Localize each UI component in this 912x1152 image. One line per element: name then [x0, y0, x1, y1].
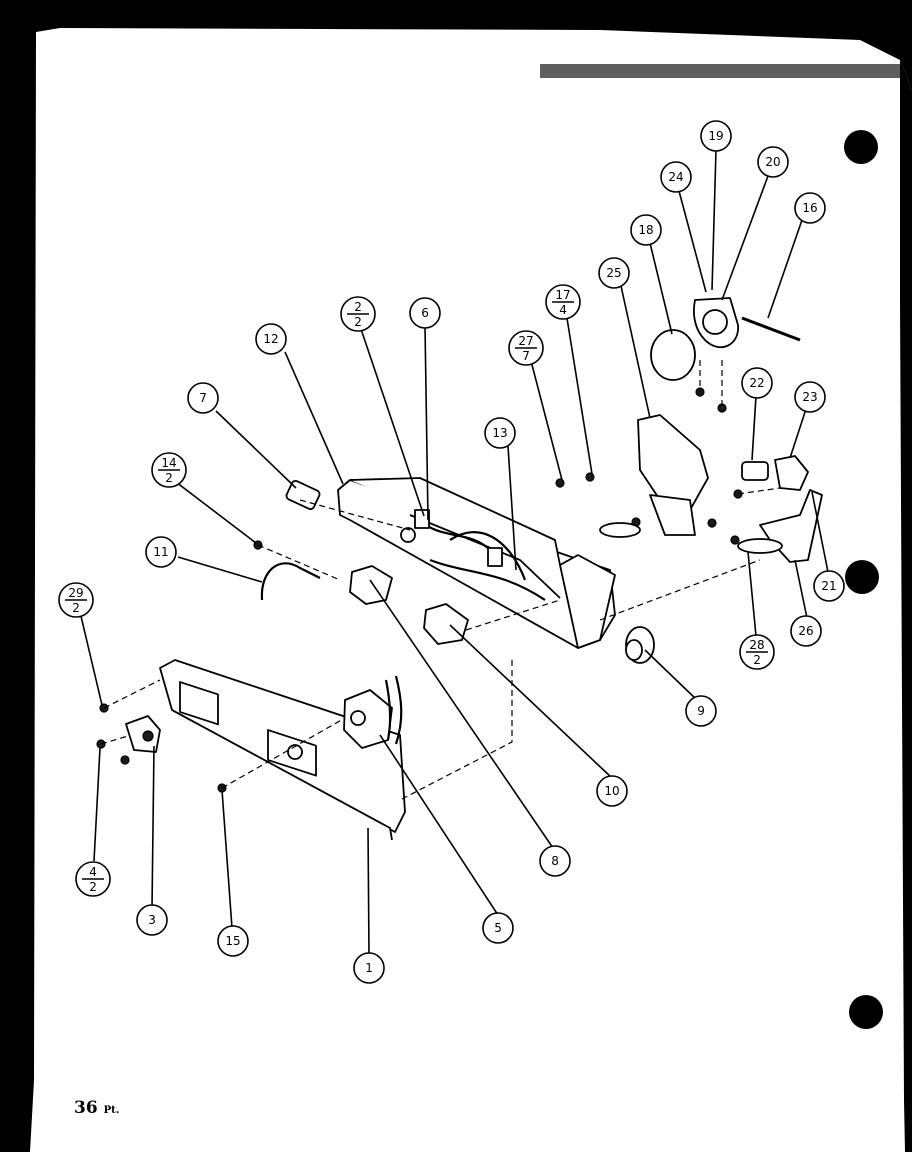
- lever-assembly: [599, 414, 709, 538]
- callout-3: 3: [136, 904, 168, 936]
- svg-text:28: 28: [749, 638, 764, 652]
- svg-text:21: 21: [821, 579, 836, 593]
- callout-8: 8: [539, 845, 571, 877]
- callout-fraction-2-2: 2 2: [340, 296, 376, 332]
- svg-text:18: 18: [638, 223, 653, 237]
- callout-23: 23: [794, 381, 826, 413]
- svg-text:25: 25: [606, 266, 621, 280]
- rod: [741, 316, 801, 342]
- svg-text:12: 12: [263, 332, 278, 346]
- callout-25: 25: [598, 257, 630, 289]
- svg-text:7: 7: [522, 349, 530, 363]
- svg-text:7: 7: [199, 391, 207, 405]
- callout-1: 1: [353, 952, 385, 984]
- svg-text:27: 27: [518, 334, 533, 348]
- front-mounting-panel: [159, 659, 406, 841]
- assembly-guide-lines: [100, 360, 781, 801]
- callout-10: 10: [596, 775, 628, 807]
- motor-bracket: [692, 297, 739, 349]
- switch-component: [343, 675, 403, 749]
- capacitor: [285, 480, 321, 510]
- page-number-value: 36: [74, 1098, 98, 1118]
- binder-hole-top: [844, 130, 878, 164]
- small-bracket: [125, 715, 161, 753]
- svg-text:2: 2: [753, 653, 761, 667]
- binder-hole-middle: [845, 560, 879, 594]
- svg-text:26: 26: [798, 624, 813, 638]
- svg-text:2: 2: [165, 471, 173, 485]
- svg-text:1: 1: [365, 961, 373, 975]
- callout-9: 9: [685, 695, 717, 727]
- svg-text:15: 15: [225, 934, 240, 948]
- page-number: 36 Pt.: [74, 1098, 119, 1118]
- callout-19: 19: [700, 120, 732, 152]
- callout-fraction-28-2: 28 2: [739, 634, 775, 670]
- callout-24: 24: [660, 161, 692, 193]
- callout-18: 18: [630, 214, 662, 246]
- callout-fraction-14-2: 14 2: [151, 452, 187, 488]
- callout-15: 15: [217, 925, 249, 957]
- svg-text:2: 2: [72, 601, 80, 615]
- svg-text:17: 17: [555, 288, 570, 302]
- callout-6: 6: [409, 297, 441, 329]
- svg-text:2: 2: [89, 880, 97, 894]
- svg-text:19: 19: [708, 129, 723, 143]
- gear-wheel: [650, 329, 696, 381]
- callout-fraction-29-2: 29 2: [58, 582, 94, 618]
- wire-lead: [260, 562, 321, 601]
- callout-21: 21: [813, 570, 845, 602]
- knob: [625, 626, 655, 664]
- svg-text:11: 11: [153, 545, 168, 559]
- page-number-suffix: Pt.: [103, 1105, 120, 1116]
- svg-text:2: 2: [354, 300, 362, 314]
- svg-text:24: 24: [668, 170, 683, 184]
- callout-22: 22: [741, 367, 773, 399]
- svg-text:10: 10: [604, 784, 619, 798]
- svg-text:5: 5: [494, 921, 502, 935]
- binder-hole-bottom: [849, 995, 883, 1029]
- callout-7: 7: [187, 382, 219, 414]
- svg-text:13: 13: [492, 426, 507, 440]
- svg-text:29: 29: [68, 586, 83, 600]
- callout-5: 5: [482, 912, 514, 944]
- leader-lines: [79, 149, 829, 956]
- callout-11: 11: [145, 536, 177, 568]
- screws: [96, 387, 743, 793]
- callout-20: 20: [757, 146, 789, 178]
- callout-12: 12: [255, 323, 287, 355]
- callout-fraction-27-7: 27 7: [508, 330, 544, 366]
- solenoid: [741, 455, 809, 491]
- callout-fraction-4-2: 4 2: [75, 861, 111, 897]
- svg-text:4: 4: [89, 865, 97, 879]
- svg-text:23: 23: [802, 390, 817, 404]
- svg-text:8: 8: [551, 854, 559, 868]
- svg-text:20: 20: [765, 155, 780, 169]
- wire-harness: [400, 509, 546, 601]
- svg-text:9: 9: [697, 704, 705, 718]
- svg-text:22: 22: [749, 376, 764, 390]
- svg-text:2: 2: [354, 315, 362, 329]
- connector-block: [423, 603, 469, 645]
- svg-text:14: 14: [161, 456, 176, 470]
- callout-13: 13: [484, 417, 516, 449]
- actuator-arm: [737, 489, 823, 563]
- relay: [349, 565, 393, 605]
- callout-fraction-17-4: 17 4: [545, 284, 581, 320]
- control-housing: [337, 477, 616, 649]
- svg-text:4: 4: [559, 303, 567, 317]
- callout-26: 26: [790, 615, 822, 647]
- svg-text:16: 16: [802, 201, 817, 215]
- callout-16: 16: [794, 192, 826, 224]
- svg-text:6: 6: [421, 306, 429, 320]
- svg-text:3: 3: [148, 913, 156, 927]
